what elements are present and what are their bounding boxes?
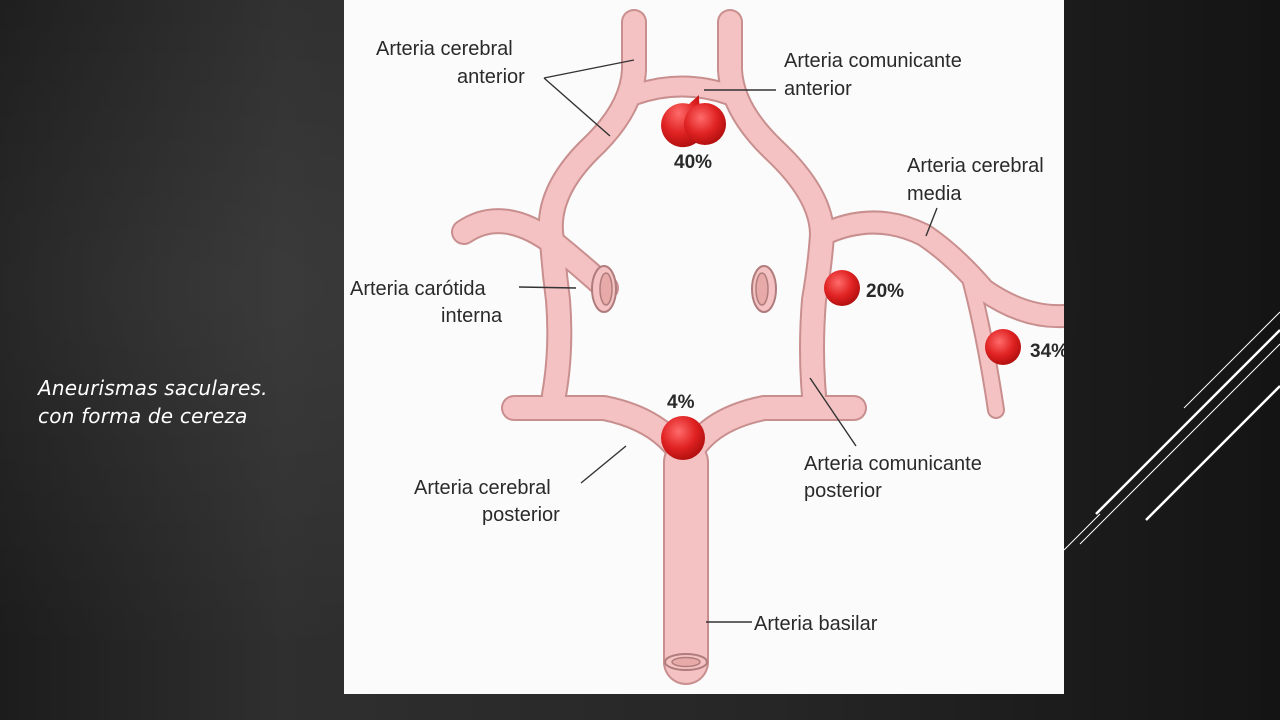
pct-basilar-tip: 4% <box>667 392 695 413</box>
deco-line-4 <box>1145 385 1280 521</box>
slide-caption: Aneurismas saculares. con forma de cerez… <box>38 374 328 430</box>
aneurysm-middle-cerebral <box>985 329 1021 365</box>
deco-line-5 <box>1063 513 1101 551</box>
label-basilar: Arteria basilar <box>754 613 878 635</box>
label-posterior-communicating-1: Arteria comunicante <box>804 453 982 475</box>
diagram-labels: Arteria cerebral anterior Arteria comuni… <box>350 38 1064 635</box>
label-middle-cerebral-2: media <box>907 183 962 205</box>
label-anterior-cerebral-2: anterior <box>457 66 525 88</box>
label-posterior-cerebral-1: Arteria cerebral <box>414 477 551 499</box>
label-internal-carotid-1: Arteria carótida <box>350 278 486 300</box>
pct-internal-carotid: 20% <box>866 281 904 302</box>
label-internal-carotid-2: interna <box>441 305 503 327</box>
caption-line-1: Aneurismas saculares. <box>38 376 268 400</box>
label-middle-cerebral-1: Arteria cerebral <box>907 155 1044 177</box>
circle-of-willis-figure: Arteria cerebral anterior Arteria comuni… <box>344 0 1064 694</box>
aneurysms <box>661 95 1021 460</box>
pct-anterior-communicating: 40% <box>674 152 712 173</box>
caption-line-2: con forma de cereza <box>38 404 248 428</box>
aneurysm-internal-carotid <box>824 270 860 306</box>
pct-middle-cerebral: 34% <box>1030 341 1064 362</box>
label-posterior-communicating-2: posterior <box>804 480 882 502</box>
deco-line-2 <box>1095 329 1280 515</box>
deco-line-3 <box>1079 343 1280 545</box>
label-anterior-cerebral-1: Arteria cerebral <box>376 38 513 60</box>
aneurysm-basilar-tip <box>661 416 705 460</box>
artery-fills <box>453 11 1064 683</box>
decorative-diagonal-lines <box>1063 311 1280 551</box>
deco-line-1 <box>1183 311 1280 409</box>
circle-of-willis-diagram: Arteria cerebral anterior Arteria comuni… <box>350 9 1064 685</box>
label-posterior-cerebral-2: posterior <box>482 504 560 526</box>
leader-lines <box>518 59 938 623</box>
label-anterior-communicating-1: Arteria comunicante <box>784 50 962 72</box>
aneurysm-anterior-communicating-sac <box>684 103 726 145</box>
label-anterior-communicating-2: anterior <box>784 78 852 100</box>
carotid-openings <box>591 265 777 671</box>
